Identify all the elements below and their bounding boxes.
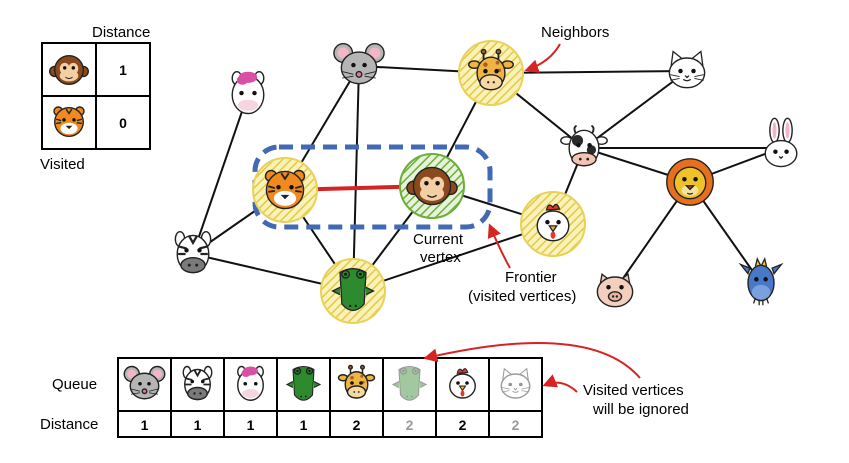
queue-item-4-giraffe-icon <box>337 364 376 399</box>
legend-tiger-icon <box>53 106 85 137</box>
edge-unicorn-zebra <box>192 93 249 255</box>
lion-icon <box>666 158 714 206</box>
monkey-icon <box>406 166 458 206</box>
neighbors-arrow <box>524 43 561 73</box>
node-dragon <box>738 256 784 306</box>
edge-crocodile-chicken <box>352 223 554 292</box>
node-pig <box>596 273 634 308</box>
queue-item-6-chicken-icon <box>449 368 476 399</box>
queue-distance-7: 2 <box>512 417 520 433</box>
queue-item-3-crocodile-icon <box>285 365 322 401</box>
legend-value-2: 0 <box>119 115 127 131</box>
node-tiger <box>252 157 318 223</box>
ignored-arrow-2 <box>542 374 578 393</box>
queue-item-5-crocodile-icon <box>391 365 428 401</box>
ignored-arrow-1 <box>423 342 641 379</box>
mouse-icon <box>333 43 385 85</box>
legend-table <box>41 42 151 150</box>
ignored-label-1: Visited vertices <box>583 382 684 399</box>
current-vertex-label-2: vertex <box>420 249 461 266</box>
frontier-label-1: Frontier <box>505 269 557 286</box>
node-giraffe <box>458 40 524 106</box>
pig-icon <box>596 273 634 308</box>
ignored-label-2: will be ignored <box>592 401 689 418</box>
edge-cat-cow <box>583 70 688 149</box>
queue-distance-3: 1 <box>300 417 308 433</box>
queue-distance-4: 2 <box>353 417 361 433</box>
queue-distance-label: Distance <box>40 416 98 433</box>
queue-distance-2: 1 <box>247 417 255 433</box>
node-rabbit <box>764 117 798 168</box>
dragon-icon <box>738 256 784 306</box>
node-chicken <box>520 191 586 257</box>
zebra-icon <box>174 231 212 274</box>
neighbors-label: Neighbors <box>541 24 609 41</box>
crocodile-icon <box>331 268 375 312</box>
rabbit-icon <box>764 117 798 168</box>
node-zebra <box>174 231 212 274</box>
queue-items: 1 1 1 1 2 2 2 2 <box>123 364 531 433</box>
edge-mouse-crocodile <box>352 65 360 292</box>
node-cow <box>560 124 608 167</box>
node-crocodile <box>320 258 386 324</box>
cat-icon <box>668 50 706 89</box>
legend-value-1: 1 <box>119 62 127 78</box>
queue-label: Queue <box>52 376 97 393</box>
queue-item-1-zebra-icon <box>182 365 213 401</box>
current-vertex-label-1: Current <box>413 231 464 248</box>
queue-item-0-mouse-icon <box>123 365 166 400</box>
node-monkey <box>399 153 465 219</box>
tiger-icon <box>264 169 306 210</box>
queue-table <box>117 357 543 438</box>
queue-distance-6: 2 <box>459 417 467 433</box>
unicorn-icon <box>231 71 265 115</box>
frontier-arrow <box>487 223 511 269</box>
queue-distance-0: 1 <box>141 417 149 433</box>
node-unicorn <box>231 71 265 115</box>
node-cat <box>668 50 706 89</box>
giraffe-icon <box>468 48 514 91</box>
queue-distance-1: 1 <box>194 417 202 433</box>
node-lion <box>666 158 714 206</box>
legend-monkey-icon <box>49 55 89 85</box>
chicken-icon <box>536 203 570 242</box>
legend-distance-label: Distance <box>92 24 150 41</box>
node-mouse <box>333 43 385 85</box>
frontier-label-2: (visited vertices) <box>468 288 576 305</box>
queue-item-7-cat-icon <box>500 367 531 399</box>
queue-item-2-unicorn-icon <box>237 365 264 401</box>
queue-distance-5: 2 <box>406 417 414 433</box>
legend-visited-label: Visited <box>40 156 85 173</box>
graph-nodes <box>174 40 798 324</box>
legend-animals <box>49 55 89 137</box>
cow-icon <box>560 124 608 167</box>
